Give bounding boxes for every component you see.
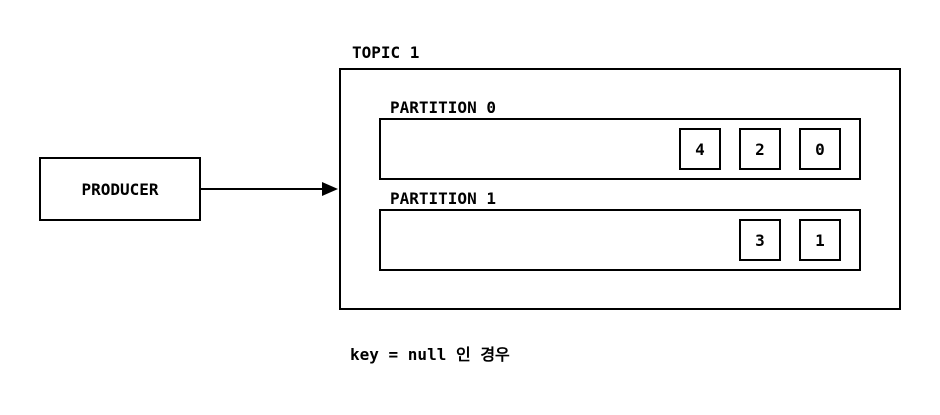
- topic-title: TOPIC 1: [352, 43, 420, 62]
- partition-0-message: 4: [679, 128, 721, 170]
- partition-1-title: PARTITION 1: [390, 189, 496, 208]
- partition-0-title: PARTITION 0: [390, 98, 496, 117]
- producer-label: PRODUCER: [81, 179, 159, 199]
- arrow-head: [322, 182, 338, 196]
- partition-0-message: 0: [799, 128, 841, 170]
- partition-1-box: [379, 209, 861, 271]
- producer-box: PRODUCER: [39, 157, 201, 221]
- partition-0-message: 2: [739, 128, 781, 170]
- caption: key = null 인 경우: [350, 345, 510, 364]
- partition-0-box: [379, 118, 861, 180]
- partition-1-message: 3: [739, 219, 781, 261]
- partition-1-message: 1: [799, 219, 841, 261]
